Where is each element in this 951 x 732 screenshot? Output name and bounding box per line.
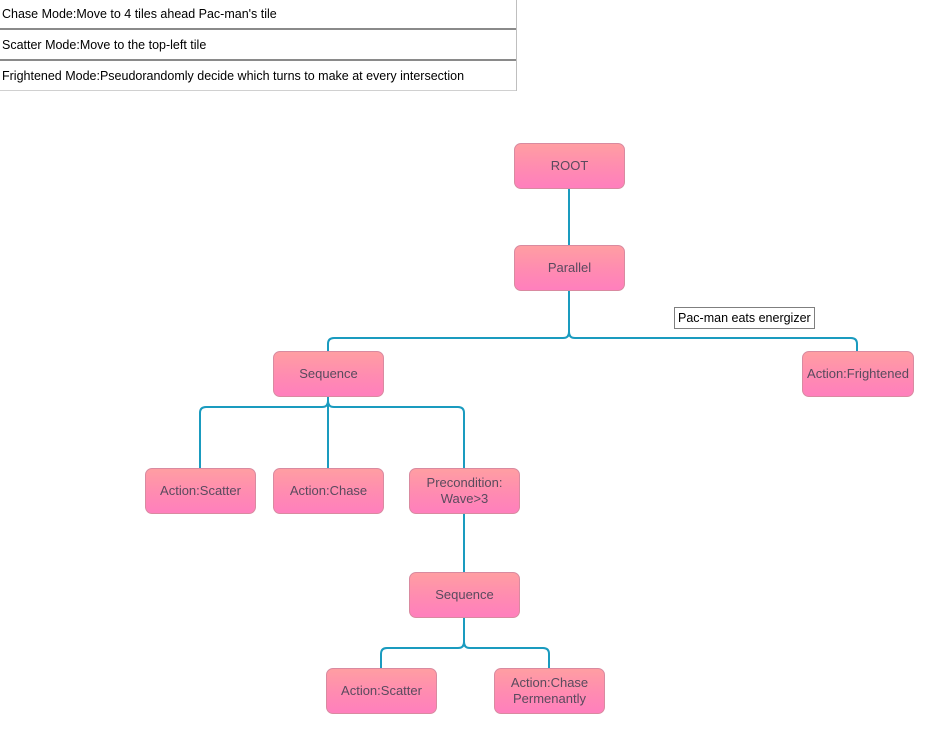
node-parallel: Parallel <box>514 245 625 291</box>
edge-parallel-sequence <box>327 290 570 351</box>
node-sequence-main: Sequence <box>273 351 384 397</box>
node-action-chase: Action:Chase <box>273 468 384 514</box>
edge-subsequence-scatter <box>380 617 465 668</box>
mode-legend-table: Chase Mode:Move to 4 tiles ahead Pac-man… <box>0 0 517 91</box>
edge-subsequence-chase-permanent <box>463 641 550 668</box>
node-action-chase-permanently: Action:Chase Permenantly <box>494 668 605 714</box>
node-action-scatter: Action:Scatter <box>145 468 256 514</box>
edge-sequence-precondition <box>327 400 465 468</box>
node-action-frightened: Action:Frightened <box>802 351 914 397</box>
legend-frightened-mode: Frightened Mode:Pseudorandomly decide wh… <box>0 60 516 91</box>
node-action-scatter-sub: Action:Scatter <box>326 668 437 714</box>
edge-sequence-scatter <box>199 396 329 468</box>
edge-label-energizer: Pac-man eats energizer <box>674 307 815 329</box>
legend-scatter-mode: Scatter Mode:Move to the top-left tile <box>0 29 516 60</box>
node-root: ROOT <box>514 143 625 189</box>
node-sequence-sub: Sequence <box>409 572 520 618</box>
node-precondition-wave: Precondition: Wave>3 <box>409 468 520 514</box>
edge-parallel-frightened <box>568 331 858 351</box>
legend-chase-mode: Chase Mode:Move to 4 tiles ahead Pac-man… <box>0 0 516 29</box>
